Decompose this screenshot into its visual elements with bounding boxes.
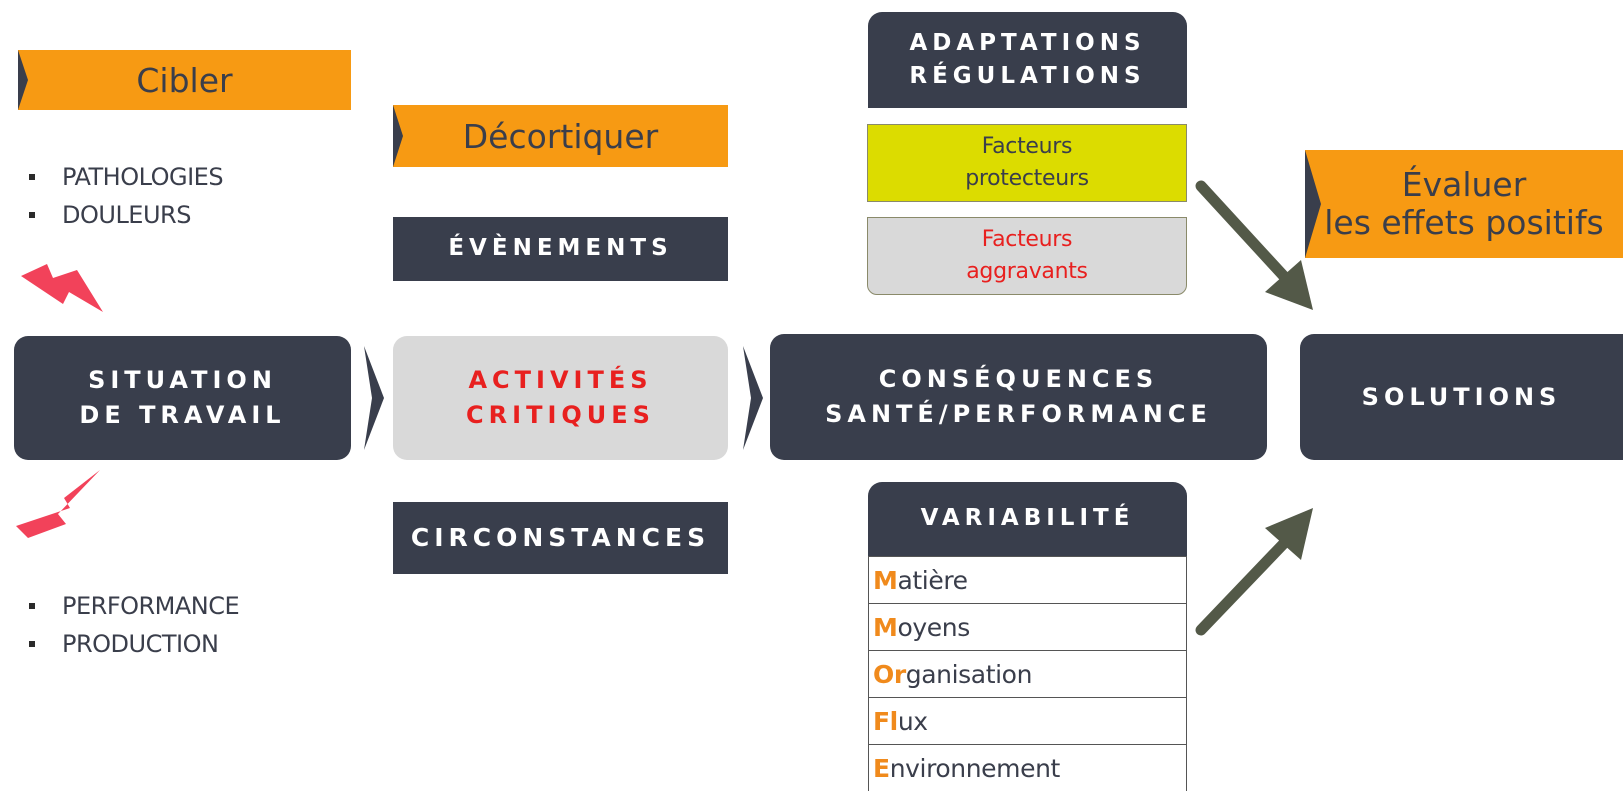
situation-line1: Situation: [88, 366, 277, 395]
bullet-item: PATHOLOGIES: [12, 158, 224, 196]
activites-line1: Activités: [468, 366, 653, 395]
list-item-initial: M: [873, 565, 898, 595]
bullet-item: DOULEURS: [12, 196, 223, 234]
circonstances-label: Circonstances: [410, 522, 711, 552]
aggravants-line1: Facteurs: [981, 227, 1073, 253]
list-item-initial: M: [873, 612, 898, 642]
list-item-initial: Fl: [873, 706, 898, 736]
list-item-initial: E: [873, 754, 890, 783]
list-item-rest: ganisation: [905, 659, 1033, 689]
bullet-item: PRODUCTION: [12, 625, 239, 663]
protecteurs-line2: protecteurs: [965, 166, 1089, 191]
consequences-line2: Santé/Performance: [825, 400, 1212, 428]
evenements-box: Évènements: [393, 217, 728, 281]
situation-de-travail-box: Situation de travail: [14, 336, 351, 460]
consequences-box: Conséquences Santé/Performance: [770, 334, 1267, 460]
diagonal-arrow-icon: [1195, 180, 1313, 310]
bullets-bottom: PERFORMANCE PRODUCTION: [12, 587, 240, 663]
activites-critiques-box: Activités Critiques: [393, 336, 728, 460]
cibler-tag: Cibler: [18, 50, 351, 110]
variabilite-label: Variabilité: [920, 505, 1135, 532]
decortiquer-tag: Décortiquer: [393, 105, 728, 167]
diagonal-arrow-icon: [1195, 508, 1313, 636]
evaluer-line2: les effets positifs: [1324, 203, 1604, 242]
lightning-bolt-icon: [21, 264, 103, 312]
aggravants-line2: aggravants: [966, 259, 1088, 284]
adaptations-line2: Régulations: [909, 63, 1146, 89]
circonstances-box: Circonstances: [393, 502, 728, 574]
list-item-rest: ux: [897, 706, 928, 736]
facteurs-protecteurs-box: Facteurs protecteurs: [867, 124, 1187, 202]
consequences-line1: Conséquences: [878, 365, 1159, 394]
list-item-rest: oyens: [897, 612, 970, 642]
lightning-bolt-icon: [16, 470, 100, 538]
tag-notch-icon: [1305, 150, 1321, 258]
list-item-rest: atière: [897, 565, 968, 595]
bullets-top: PATHOLOGIES DOULEURS: [12, 158, 224, 234]
adaptations-line1: Adaptations: [909, 29, 1146, 56]
decortiquer-label: Décortiquer: [462, 116, 659, 156]
solutions-label: Solutions: [1361, 382, 1562, 411]
evaluer-tag: Évaluer les effets positifs: [1305, 150, 1623, 258]
cibler-label: Cibler: [136, 60, 233, 100]
chevron-right-icon: [743, 346, 763, 450]
bullet-item: PERFORMANCE: [12, 587, 240, 625]
tag-notch-icon: [18, 50, 28, 110]
evaluer-line1: Évaluer: [1401, 165, 1527, 205]
list-item-initial: Or: [873, 659, 906, 689]
evenements-label: Évènements: [448, 235, 673, 262]
chevron-right-icon: [364, 346, 384, 450]
tag-notch-icon: [393, 105, 403, 167]
situation-line2: de travail: [79, 401, 286, 429]
adaptations-regulations-box: Adaptations Régulations: [868, 12, 1187, 108]
solutions-box: Solutions: [1300, 334, 1623, 460]
variabilite-box: Variabilité: [868, 482, 1187, 556]
list-item-rest: nvironnement: [889, 754, 1061, 783]
activites-line2: Critiques: [466, 401, 655, 429]
facteurs-aggravants-box: Facteurs aggravants: [867, 217, 1187, 295]
protecteurs-line1: Facteurs: [981, 134, 1073, 160]
